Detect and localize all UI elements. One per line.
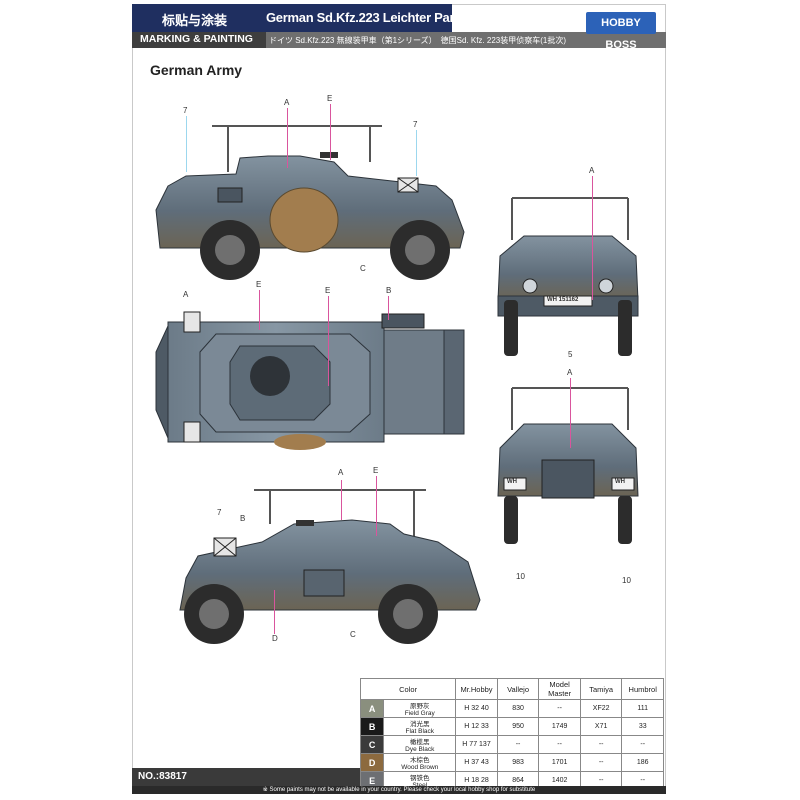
tamiya-code: --: [579, 753, 623, 772]
paint-table: Color Mr.Hobby Vallejo Model Master Tami…: [359, 678, 664, 790]
mrhobby-code: H 77 137: [455, 735, 498, 754]
table-header: Humbrol: [621, 678, 664, 700]
callout-a: A: [284, 98, 290, 107]
humbrol-code: 33: [621, 717, 664, 736]
callout-e: E: [256, 280, 262, 289]
vallejo-code: --: [496, 735, 540, 754]
callout-c: C: [360, 264, 366, 273]
callout-line: [388, 296, 389, 320]
callout-7: 7: [413, 120, 418, 129]
mrhobby-code: H 37 43: [455, 753, 498, 772]
color-key: C: [359, 735, 385, 754]
section-title: German Army: [150, 62, 243, 78]
modelmaster-code: 1749: [538, 717, 581, 736]
callout-a: A: [338, 468, 344, 477]
footer-note: ※ Some paints may not be available in yo…: [132, 786, 666, 794]
rear-plate-right-text: WH: [615, 479, 625, 485]
humbrol-code: 111: [621, 699, 664, 718]
callout-line: [330, 104, 331, 160]
callout-line: [259, 290, 260, 330]
tamiya-code: XF22: [579, 699, 623, 718]
front-plate-text: WH 151162: [547, 297, 579, 303]
callout-10: 10: [516, 572, 525, 581]
callout-a: A: [567, 368, 573, 377]
callout-line: [341, 480, 342, 520]
top-view: [155, 311, 465, 450]
vallejo-code: 950: [496, 717, 540, 736]
color-key: D: [359, 753, 385, 772]
callout-c: C: [350, 630, 356, 639]
vallejo-code: 983: [496, 753, 540, 772]
callout-10: 10: [622, 576, 631, 585]
callout-line: [274, 590, 275, 634]
callout-a: A: [183, 290, 189, 299]
mrhobby-code: H 12 33: [455, 717, 498, 736]
table-header: Color: [359, 678, 457, 700]
camouflage-patch: [269, 187, 339, 253]
header: 标贴与涂装 German Sd.Kfz.223 Leichter Panzers…: [132, 4, 666, 51]
callout-b: B: [386, 286, 392, 295]
callout-line: [570, 378, 571, 448]
front-view: [497, 197, 639, 356]
table-header: Tamiya: [579, 678, 623, 700]
callout-line: [376, 476, 377, 536]
modelmaster-code: 1701: [538, 753, 581, 772]
humbrol-code: 186: [621, 753, 664, 772]
callout-line: [592, 176, 593, 300]
humbrol-code: --: [621, 735, 664, 754]
table-header: Model Master: [538, 678, 581, 700]
marking-painting-label: MARKING & PAINTING: [140, 33, 253, 45]
color-key: B: [359, 717, 385, 736]
tamiya-code: --: [579, 735, 623, 754]
rear-view: [497, 387, 639, 544]
callout-e: E: [325, 286, 331, 295]
side-view-right: [179, 489, 481, 644]
callout-line: [287, 108, 288, 168]
vallejo-code: 830: [496, 699, 540, 718]
header-subband-left: [132, 32, 266, 48]
callout-line: [328, 296, 329, 386]
callout-e: E: [327, 94, 333, 103]
mrhobby-code: H 32 40: [455, 699, 498, 718]
hobbyboss-logo: HOBBY BOSS: [586, 12, 656, 51]
modelmaster-code: --: [538, 735, 581, 754]
kit-number: NO.:83817: [132, 768, 360, 786]
rear-plate-left-text: WH: [507, 479, 517, 485]
tamiya-code: X71: [579, 717, 623, 736]
callout-line: [186, 116, 187, 172]
callout-7: 7: [217, 508, 222, 517]
color-key: A: [359, 699, 385, 718]
callout-e: E: [373, 466, 379, 475]
callout-d: D: [272, 634, 278, 643]
callout-b: B: [240, 514, 246, 523]
callout-5: 5: [568, 350, 573, 359]
modelmaster-code: --: [538, 699, 581, 718]
title-chinese: 标贴与涂装: [162, 13, 228, 28]
callout-line: [416, 130, 417, 176]
title-english: German Sd.Kfz.223 Leichter Panzerspahwag…: [266, 10, 613, 25]
table-header: Mr.Hobby: [455, 678, 498, 700]
table-header-row: Color Mr.Hobby Vallejo Model Master Tami…: [359, 678, 664, 700]
title-subtitle: ドイツ Sd.Kfz.223 無線装甲車（第1シリーズ） 德国Sd. Kfz. …: [269, 36, 566, 45]
table-header: Vallejo: [496, 678, 540, 700]
callout-a: A: [589, 166, 595, 175]
side-view-left: [155, 125, 465, 280]
callout-7: 7: [183, 106, 188, 115]
color-key: E: [359, 771, 385, 790]
